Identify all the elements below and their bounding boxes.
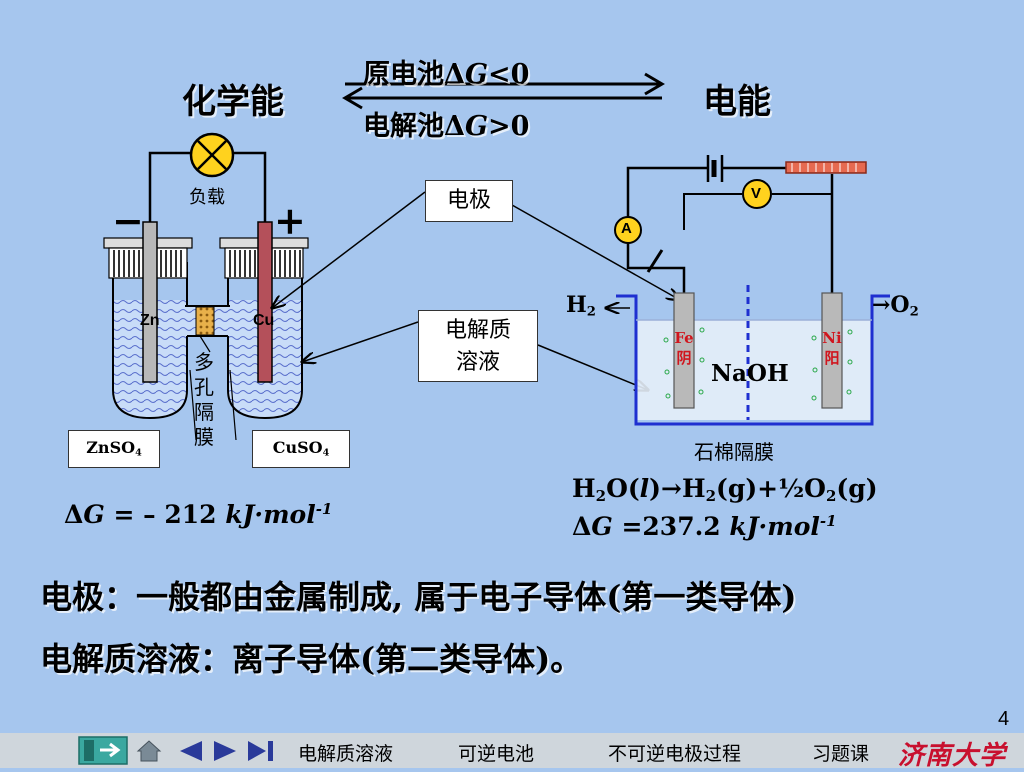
energy-conversion-arrows bbox=[342, 72, 665, 110]
copper-electrode bbox=[257, 221, 273, 383]
chemical-energy-label: 化学能 bbox=[182, 82, 284, 122]
voltmeter-icon bbox=[742, 179, 772, 209]
znso4-label: ZnSO4 bbox=[68, 430, 160, 468]
rheostat-icon bbox=[785, 161, 867, 174]
negative-terminal: − bbox=[112, 198, 144, 243]
battery-icon bbox=[706, 155, 724, 182]
electrolysis-equation: H2O(l)→H2(g)+½O2(g) bbox=[572, 474, 878, 505]
slide-navigation-bar: 电解质溶液 可逆电池 不可逆电极过程 习题课 济南大学 bbox=[0, 733, 1024, 771]
electrolytic-condition: 电解池ΔG>0 bbox=[363, 111, 530, 142]
ni-anode bbox=[821, 292, 843, 409]
switch bbox=[646, 249, 664, 273]
ammeter-label: A bbox=[621, 220, 632, 237]
galvanic-gibbs-energy: ΔG = – 212 kJ·mol-1 bbox=[64, 500, 333, 529]
next-slide-icon[interactable] bbox=[210, 739, 240, 763]
positive-terminal: + bbox=[274, 198, 306, 243]
zinc-half-cell bbox=[103, 221, 193, 420]
electrolytic-cell bbox=[606, 155, 890, 426]
zinc-electrode bbox=[142, 221, 158, 383]
galvanic-condition: 原电池ΔG<0 bbox=[363, 59, 530, 90]
o2-gas-label: →O2 bbox=[872, 292, 919, 320]
electrolyte-callout: 电解质 溶液 bbox=[418, 310, 538, 382]
page-number: 4 bbox=[998, 708, 1010, 730]
note-electrode: 电极：一般都由金属制成, 属于电子导体(第一类导体) bbox=[40, 578, 797, 616]
voltmeter-label: V bbox=[751, 185, 762, 202]
exit-icon[interactable] bbox=[78, 736, 128, 765]
asbestos-membrane-label: 石棉隔膜 bbox=[694, 440, 774, 464]
fe-cathode-label: Fe 阴 bbox=[674, 329, 694, 367]
cu-label: Cu bbox=[253, 312, 275, 329]
electrode-callout: 电极 bbox=[425, 180, 513, 222]
last-slide-icon[interactable] bbox=[246, 739, 276, 763]
previous-slide-icon[interactable] bbox=[176, 739, 206, 763]
galvanic-cell bbox=[103, 132, 309, 441]
cuso4-label: CuSO4 bbox=[252, 430, 350, 468]
nav-electrolyte-solution[interactable]: 电解质溶液 bbox=[298, 744, 394, 765]
university-logo: 济南大学 bbox=[898, 741, 1007, 771]
h2-gas-label: H2 bbox=[566, 292, 596, 320]
porous-membrane bbox=[195, 306, 215, 336]
callout-pointers bbox=[272, 191, 680, 390]
copper-half-cell bbox=[219, 221, 309, 420]
electrical-energy-label: 电能 bbox=[703, 82, 771, 122]
zn-label: Zn bbox=[140, 312, 160, 329]
electrolytic-tank bbox=[616, 294, 890, 426]
nav-irreversible-electrode-process[interactable]: 不可逆电极过程 bbox=[608, 744, 742, 765]
naoh-label: NaOH bbox=[711, 360, 789, 387]
nav-exercises[interactable]: 习题课 bbox=[812, 744, 870, 765]
porous-membrane-label: 多 孔 隔 膜 bbox=[194, 350, 214, 449]
electrolysis-gibbs-energy: ΔG =237.2 kJ·mol-1 bbox=[572, 512, 837, 541]
fe-cathode bbox=[673, 292, 695, 409]
ammeter-icon bbox=[614, 216, 642, 244]
note-electrolyte: 电解质溶液：离子导体(第二类导体)。 bbox=[40, 640, 583, 678]
ni-anode-label: Ni 阳 bbox=[822, 329, 842, 367]
load-lamp-icon bbox=[189, 132, 235, 178]
home-icon[interactable] bbox=[136, 739, 162, 763]
nav-reversible-cell[interactable]: 可逆电池 bbox=[458, 744, 535, 765]
load-label: 负载 bbox=[189, 187, 225, 208]
